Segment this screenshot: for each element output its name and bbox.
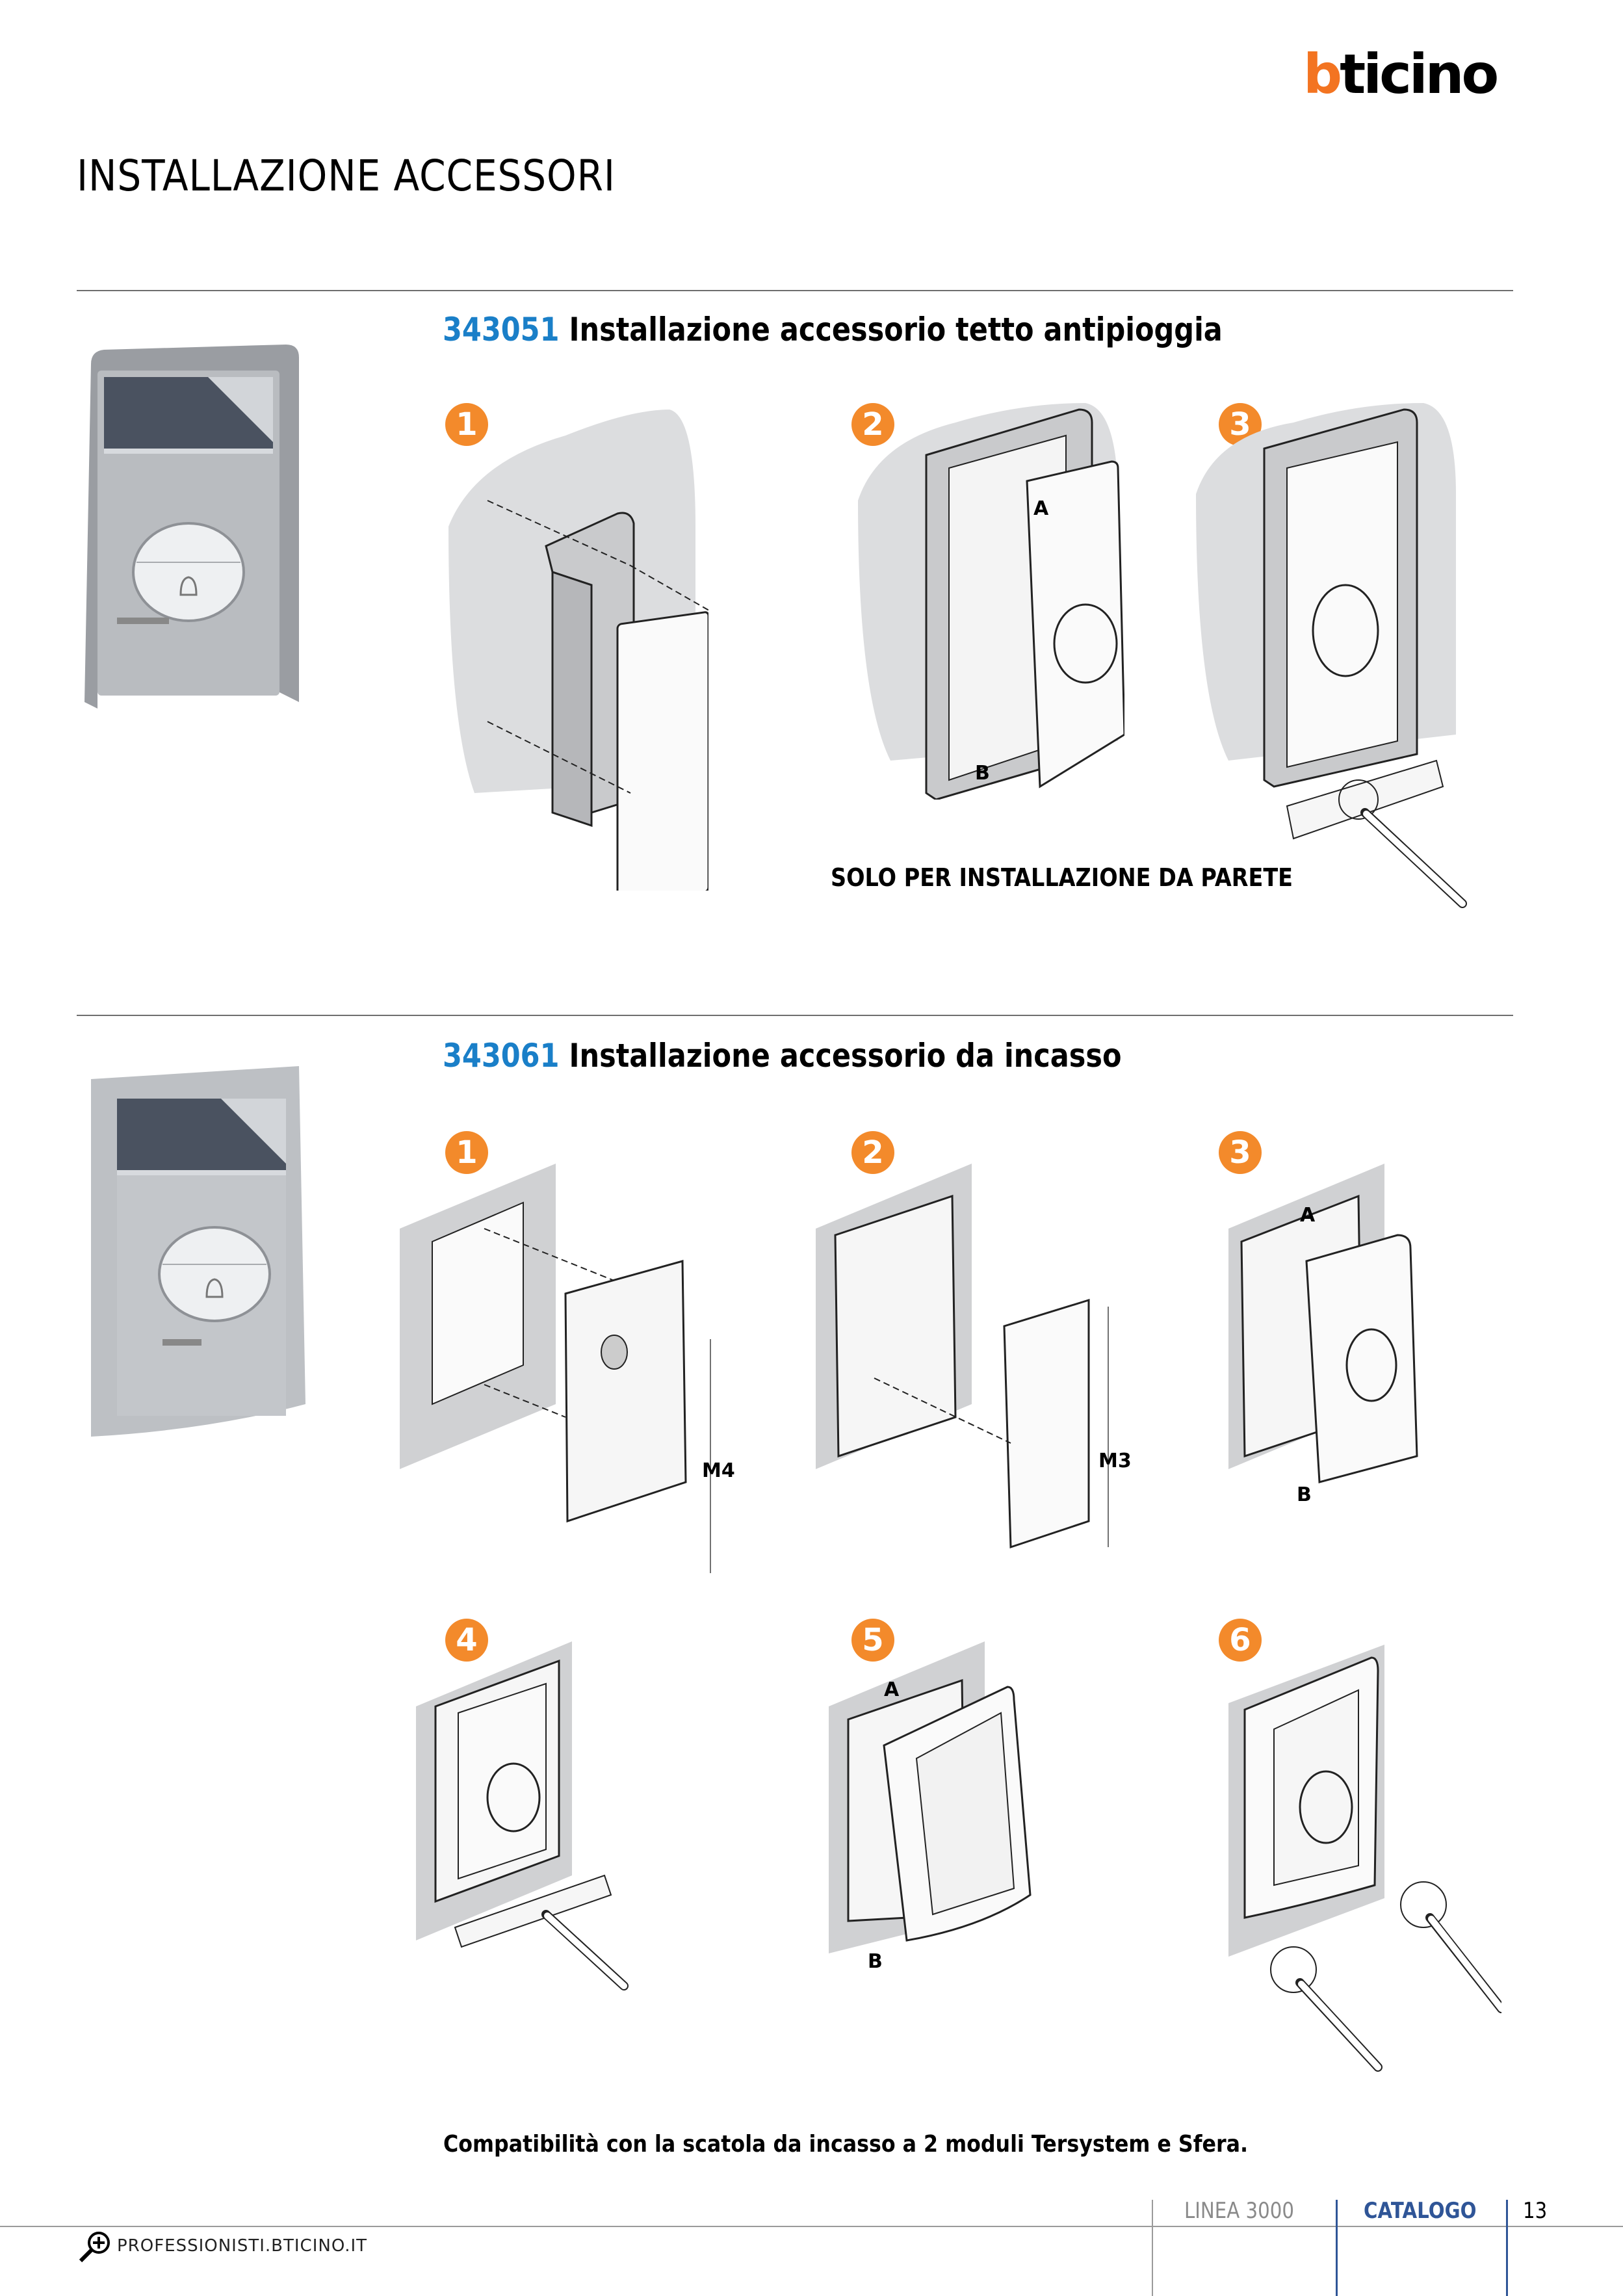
illustration-step-2-snap-cover	[851, 397, 1124, 800]
footer-divider	[0, 2226, 1623, 2227]
callout-b: B	[1297, 1483, 1312, 1506]
footer-separator	[1336, 2200, 1338, 2296]
illustration-step-6-fix-frame-screws	[1228, 1645, 1501, 2126]
step-badge: 1	[445, 1131, 488, 1174]
step-badge: 5	[851, 1619, 894, 1662]
footer-separator	[1152, 2200, 1153, 2296]
step-badge: 2	[851, 1131, 894, 1174]
website-link[interactable]: PROFESSIONISTI.BTICINO.IT	[117, 2236, 368, 2256]
illustration-step-3-screw-bottom	[1189, 397, 1475, 917]
zoom-plus-icon	[77, 2230, 113, 2266]
callout-m4: M4	[702, 1459, 735, 1482]
illustration-step-5-snap-frame	[819, 1641, 1053, 2012]
callout-b: B	[975, 762, 990, 785]
illustration-step-2-frame-and-module	[816, 1157, 1141, 1580]
section-divider	[77, 1015, 1513, 1016]
product-photo-flush-mount	[78, 1053, 312, 1437]
callout-b: B	[868, 1950, 883, 1973]
step-badge: 6	[1219, 1619, 1262, 1662]
illustration-step-3-snap-module	[1228, 1157, 1449, 1508]
footer-section: CATALOGO	[1364, 2198, 1477, 2224]
bticino-logo: bticino	[1303, 42, 1499, 106]
illustration-step-1-canopy-mounting	[435, 397, 708, 891]
page-number: 13	[1523, 2198, 1548, 2224]
product-photo-rain-canopy	[78, 338, 312, 728]
wall-install-note: SOLO PER INSTALLAZIONE DA PARETE	[831, 863, 1293, 892]
step-badge: 4	[445, 1619, 488, 1662]
step-badge: 3	[1219, 1131, 1262, 1174]
compatibility-note: Compatibilità con la scatola da incasso …	[443, 2131, 1249, 2158]
step-badge: 1	[445, 403, 488, 446]
illustration-step-4-fix-bottom-screw	[416, 1641, 663, 2109]
section-title-343051: 343051 Installazione accessorio tetto an…	[443, 311, 1223, 348]
callout-a: A	[884, 1678, 900, 1701]
illustration-step-1-flush-box	[400, 1157, 738, 1599]
footer-separator	[1506, 2200, 1508, 2296]
footer-series: LINEA 3000	[1184, 2198, 1294, 2224]
section-title-343061: 343061 Installazione accessorio da incas…	[443, 1037, 1122, 1075]
page-title: INSTALLAZIONE ACCESSORI	[77, 151, 616, 201]
callout-m3: M3	[1098, 1450, 1132, 1472]
section-divider	[77, 290, 1513, 291]
callout-a: A	[1300, 1204, 1316, 1227]
callout-a: A	[1033, 497, 1049, 520]
step-badge: 2	[851, 403, 894, 446]
